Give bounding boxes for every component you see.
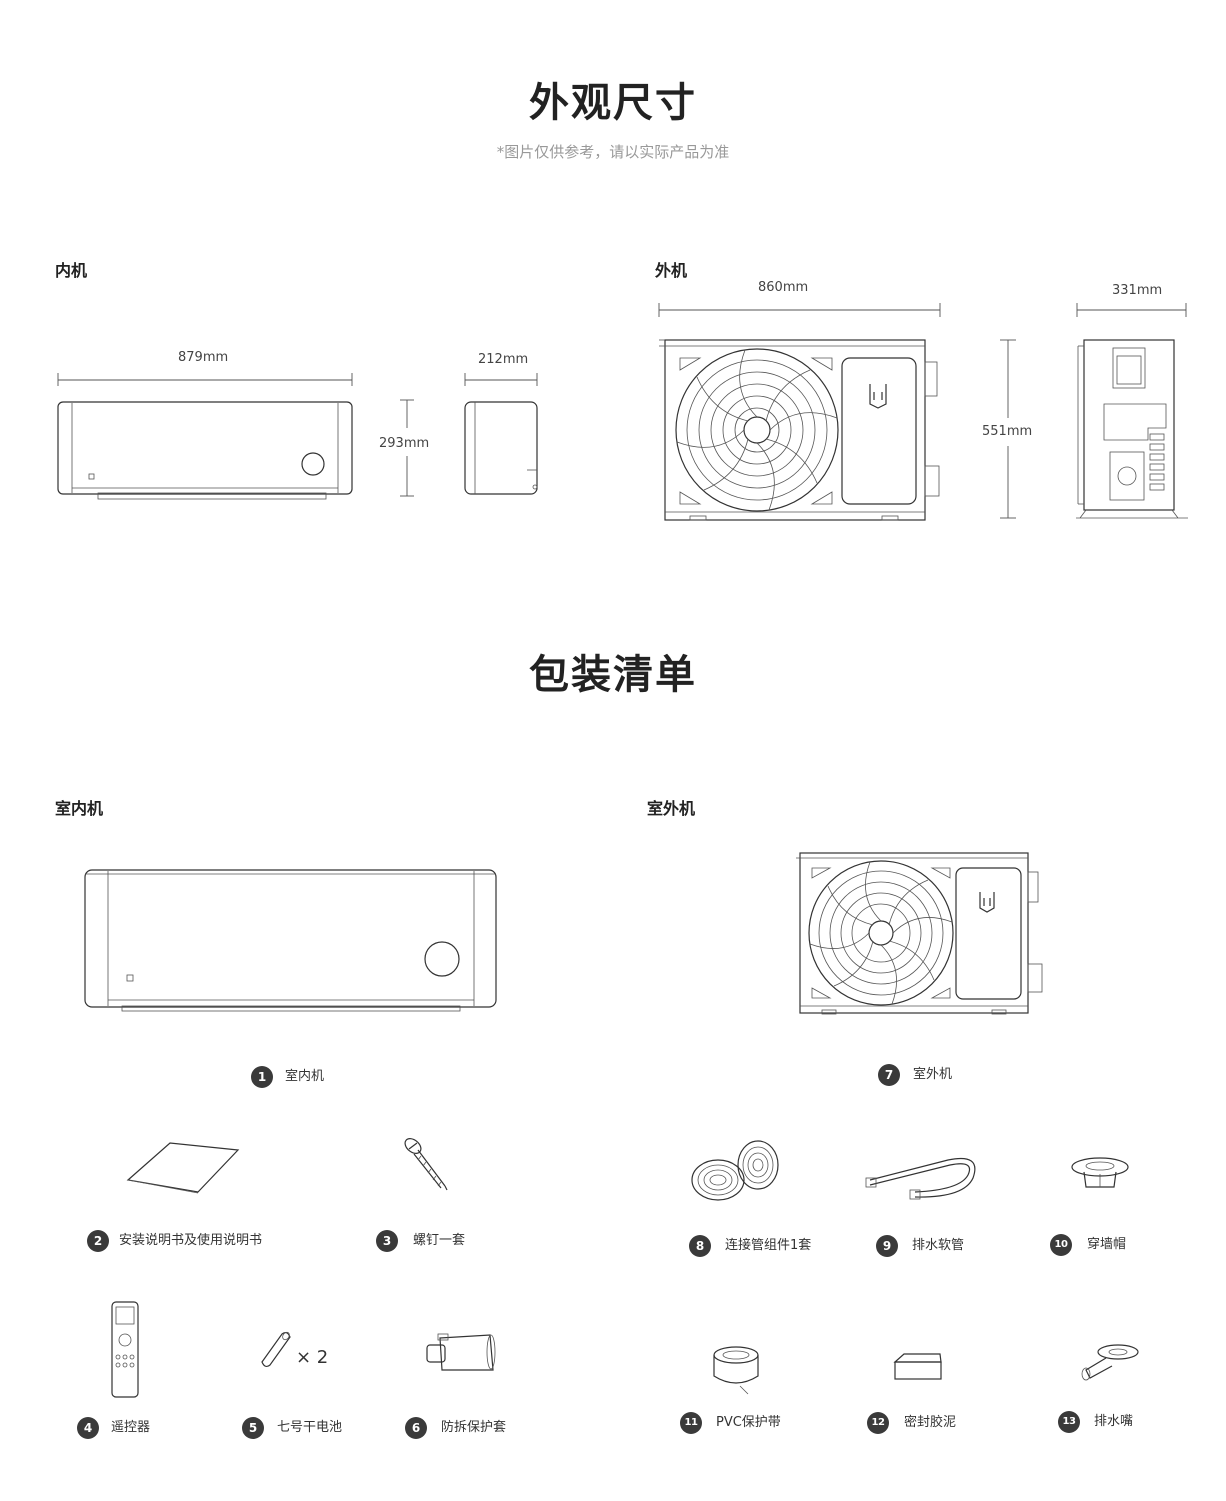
drain-spout-icon [1081,1344,1139,1381]
wall-cap-icon [1071,1157,1129,1188]
item-11-label: PVC保护带 [716,1415,781,1430]
package-outdoor-label: 室外机 [647,799,696,818]
item-4-badge: 4 [77,1417,99,1439]
item-10-label: 穿墙帽 [1087,1237,1127,1252]
battery-quantity: × 2 [296,1347,329,1368]
sealing-putty-icon [893,1353,942,1380]
pvc-tape-icon [713,1346,759,1395]
item-13-label: 排水嘴 [1094,1414,1134,1429]
indoor-depth: 212mm [478,352,529,367]
item-12-badge: 12 [867,1412,889,1434]
item-10-badge: 10 [1050,1234,1072,1256]
disclaimer-note: *图片仅供参考，请以实际产品为准 [496,143,730,161]
item-4-label: 遥控器 [111,1420,151,1435]
item-7-badge: 7 [878,1064,900,1086]
item-7-label: 室外机 [913,1067,953,1082]
indoor-width: 879mm [178,350,229,365]
item-6-badge: 6 [405,1417,427,1439]
manual-icon [126,1142,240,1194]
indoor-dim-label: 内机 [55,261,88,280]
drain-hose-icon [865,1157,976,1200]
outdoor-height: 551mm [982,424,1033,439]
item-2-badge: 2 [87,1230,109,1252]
indoor-height: 293mm [379,436,430,451]
package-indoor-label: 室内机 [55,799,104,818]
item-9-badge: 9 [876,1235,898,1257]
item-8-label: 连接管组件1套 [725,1238,812,1253]
screw-icon [404,1138,448,1191]
outdoor-depth: 331mm [1112,283,1163,298]
dimensions-title: 外观尺寸 [529,80,697,126]
item-13-badge: 13 [1058,1411,1080,1433]
item-3-label: 螺钉一套 [413,1233,466,1248]
item-11-badge: 11 [680,1412,702,1434]
remote-control-icon [111,1301,139,1398]
battery-icon [261,1331,291,1368]
item-5-badge: 5 [242,1417,264,1439]
item-1-badge: 1 [251,1066,273,1088]
protective-sleeve-icon [426,1333,496,1371]
package-title: 包装清单 [529,652,697,698]
outdoor-dim-label: 外机 [655,261,688,280]
item-1-label: 室内机 [285,1069,325,1084]
outdoor-width: 860mm [758,280,809,295]
item-3-badge: 3 [376,1230,398,1252]
item-12-label: 密封胶泥 [904,1415,957,1430]
item-8-badge: 8 [689,1235,711,1257]
item-5-label: 七号干电池 [277,1420,343,1435]
coiled-pipes-icon [691,1140,779,1201]
item-6-label: 防拆保护套 [441,1420,507,1435]
item-9-label: 排水软管 [912,1238,965,1253]
item-2-label: 安装说明书及使用说明书 [119,1233,263,1248]
